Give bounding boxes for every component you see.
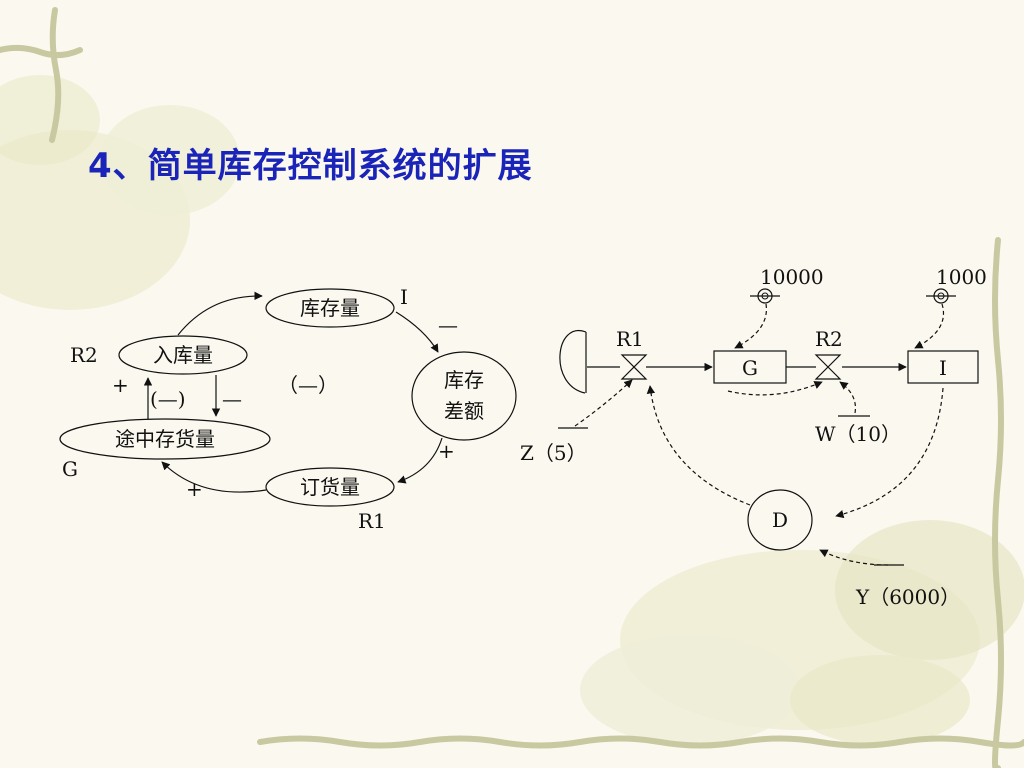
- info-link-D-to-R1: [646, 385, 751, 506]
- vine-border: [0, 7, 1024, 768]
- node-receiving: [118, 335, 248, 375]
- info-link-G-to-R2: [727, 381, 823, 396]
- param-W-label: W（10）: [815, 422, 901, 446]
- node-inventory: [265, 288, 395, 328]
- label-plus-left: +: [112, 373, 129, 397]
- aux-D-label: D: [772, 508, 788, 532]
- label-G: G: [62, 457, 78, 481]
- link-gap-to-orders: [397, 437, 443, 484]
- label-plus-right: +: [438, 439, 455, 463]
- node-inventory-label: 库存量: [300, 296, 360, 320]
- constant-1000-symbol-inner: [937, 292, 945, 300]
- info-link-1000-to-I: [914, 303, 944, 349]
- label-minus-left: —: [222, 387, 242, 411]
- info-link-I-to-D: [835, 387, 944, 519]
- level-G-box: [713, 350, 787, 384]
- label-neg-loop-center: （—）: [278, 373, 338, 397]
- constant-10000-symbol: [757, 288, 773, 304]
- slide-title: 4、简单库存控制系统的扩展: [88, 146, 533, 186]
- param-Z-label: Z（5）: [520, 441, 587, 465]
- background-flower-decoration: [0, 75, 1024, 745]
- aux-D-circle: [747, 489, 813, 551]
- label-R2: R2: [70, 343, 98, 367]
- node-orders: [265, 467, 395, 507]
- node-inventory-gap: [411, 351, 517, 441]
- node-in-transit-label: 途中存货量: [115, 427, 215, 451]
- label-neg-loop-left: (—): [150, 387, 186, 411]
- valve-R2: [814, 354, 842, 380]
- constant-1000-symbol: [933, 288, 949, 304]
- level-G-label: G: [742, 356, 758, 380]
- rate-R1-label: R1: [616, 327, 644, 351]
- stock-flow-diagram: R1 R2 G I 10000 1000 D Z（5） W（10） Y（6000…: [520, 265, 987, 609]
- node-receiving-label: 入库量: [153, 343, 213, 367]
- label-minus-top: —: [438, 313, 458, 337]
- causal-loop-diagram: 库存量 入库量 库存 差额 途中存货量 订货量 I — （—） R2 + (—)…: [59, 285, 517, 533]
- info-link-Y-to-D: [819, 549, 889, 566]
- rate-R2-label: R2: [815, 327, 843, 351]
- constant-10000-symbol-inner: [761, 292, 769, 300]
- source-cloud: [559, 329, 587, 394]
- info-link-Z-to-R1: [574, 379, 633, 427]
- param-Y-label: Y（6000）: [855, 585, 960, 609]
- constant-10000-label: 10000: [760, 265, 824, 289]
- valve-R1: [620, 354, 648, 380]
- node-gap-label-line1: 库存: [444, 368, 484, 392]
- link-orders-to-in-transit: [161, 461, 267, 493]
- label-plus-bottom: +: [186, 477, 203, 501]
- link-receiving-to-inventory: [177, 291, 263, 336]
- link-inventory-to-gap: [395, 311, 439, 353]
- node-in-transit: [59, 418, 271, 460]
- node-gap-label-line2: 差额: [444, 399, 484, 423]
- constant-1000-label: 1000: [936, 265, 987, 289]
- node-orders-label: 订货量: [300, 475, 360, 499]
- label-I: I: [400, 285, 408, 309]
- level-I-label: I: [939, 356, 947, 380]
- label-R1: R1: [358, 509, 386, 533]
- info-link-W-to-R2: [839, 381, 857, 414]
- level-I-box: [907, 350, 979, 384]
- info-link-10000-to-R2: [734, 303, 767, 349]
